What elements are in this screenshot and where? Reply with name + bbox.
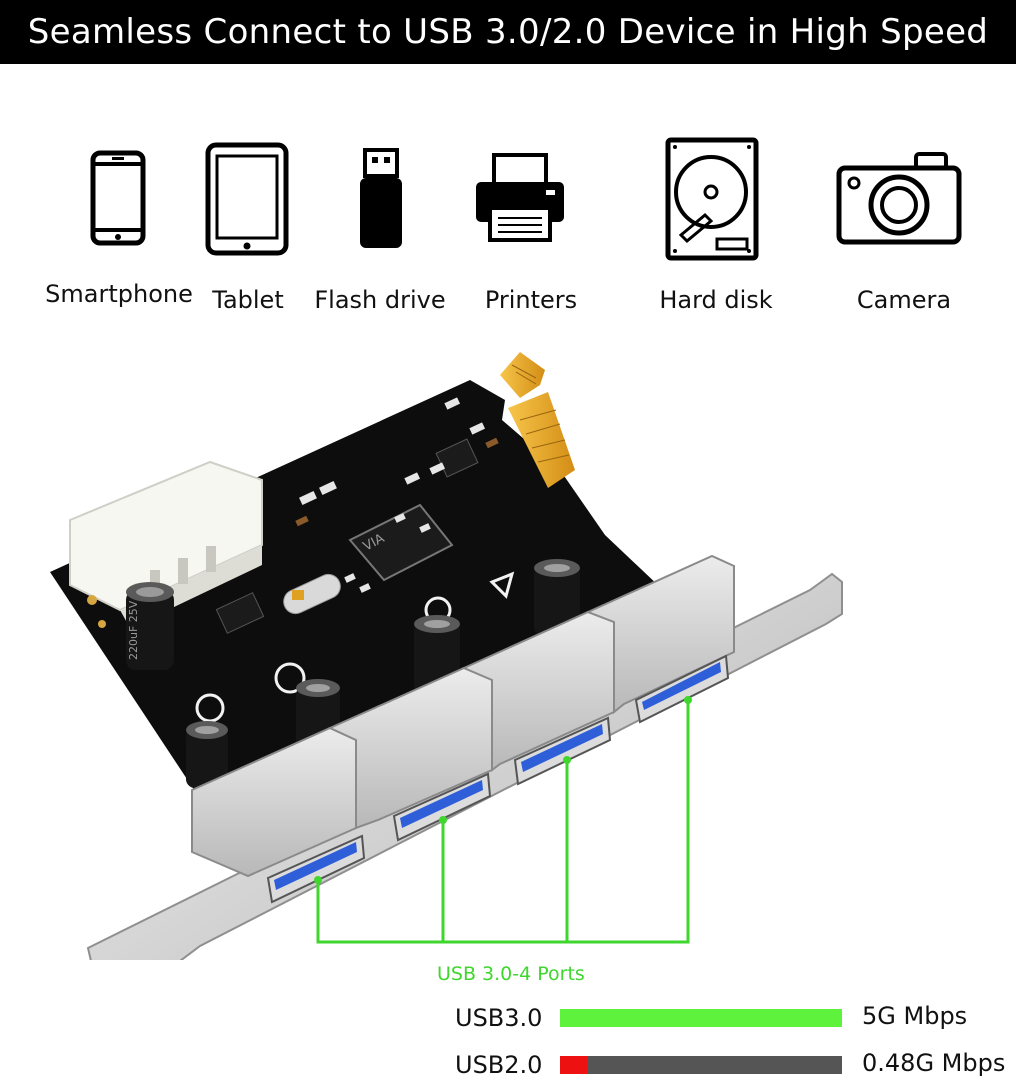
crystal-oscillator: [283, 573, 341, 615]
usb3-label: USB3.0: [455, 1004, 543, 1032]
usb3-port-3: [513, 716, 612, 786]
ports-callout-lines: [316, 700, 690, 944]
pcie-usb-card: VIA 220uF 25V: [50, 352, 843, 960]
device-label-printers: Printers: [484, 286, 578, 314]
usb3-port-2: [392, 772, 492, 842]
usb3-ports: [266, 654, 730, 904]
header-banner: Seamless Connect to USB 3.0/2.0 Device i…: [0, 0, 1016, 64]
device-label-camera: Camera: [856, 286, 952, 314]
device-label-hard-disk: Hard disk: [659, 286, 773, 314]
page-title: Seamless Connect to USB 3.0/2.0 Device i…: [27, 12, 989, 52]
device-label-smartphone: Smartphone: [45, 280, 193, 308]
gold-finger-contacts: [500, 352, 575, 488]
flash-drive-icon: [360, 148, 402, 248]
usb2-speed-value: 0.48G Mbps: [862, 1049, 1006, 1077]
usb3-speed-bar: [560, 1009, 842, 1027]
usb-port-housings: [191, 554, 735, 878]
usb3-port-4: [634, 654, 730, 724]
electrolytic-capacitors: 220uF 25V: [126, 559, 580, 788]
usb3-port-1: [266, 834, 366, 904]
hard-disk-icon: [665, 137, 759, 261]
device-label-flash-drive: Flash drive: [314, 286, 446, 314]
capacitor-marking: 220uF 25V: [127, 600, 140, 660]
printer-icon: [476, 153, 564, 242]
camera-icon: [836, 152, 962, 245]
device-label-tablet: Tablet: [212, 286, 284, 314]
ports-label: USB 3.0-4 Ports: [437, 963, 585, 985]
smartphone-icon: [90, 150, 146, 246]
tablet-icon: [205, 142, 289, 256]
silkscreen-marks: [195, 571, 515, 723]
usb2-speed-bar: [560, 1056, 842, 1074]
usb3-speed-value: 5G Mbps: [862, 1002, 968, 1030]
usb2-label: USB2.0: [455, 1051, 543, 1079]
pcb-board: [50, 380, 680, 826]
